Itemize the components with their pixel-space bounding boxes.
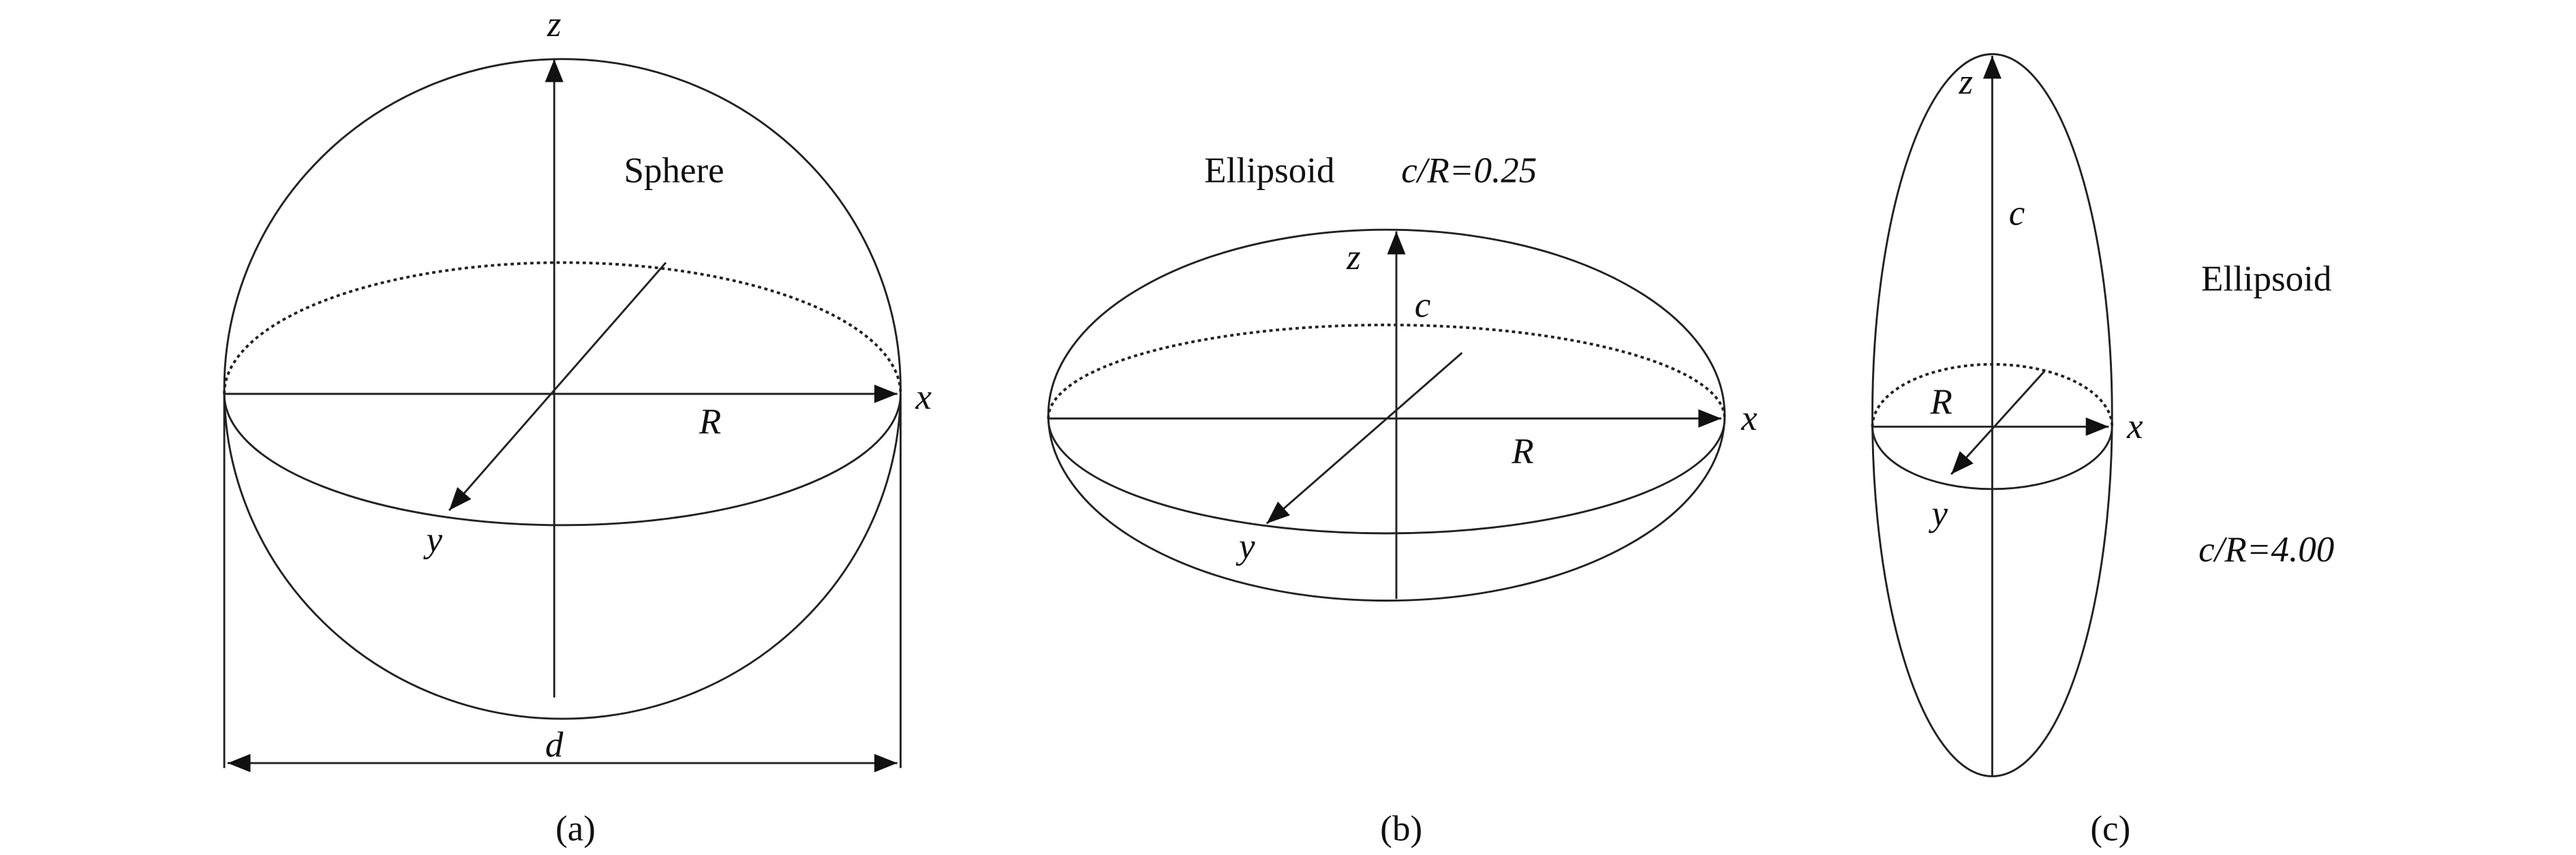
c-label: c bbox=[2009, 193, 2025, 233]
caption-c: (c) bbox=[2090, 809, 2130, 848]
caption-b: (b) bbox=[1380, 809, 1422, 848]
equator-back bbox=[223, 261, 902, 394]
panel-title: Ellipsoid bbox=[2201, 259, 2331, 298]
x-label: x bbox=[2126, 407, 2143, 446]
z-label: z bbox=[547, 5, 562, 44]
z-label: z bbox=[1959, 62, 1974, 102]
equator-front bbox=[223, 394, 902, 527]
ratio-label: c/R=4.00 bbox=[2198, 530, 2334, 570]
y-axis-arrow bbox=[1950, 370, 2046, 476]
y-label: y bbox=[423, 520, 443, 559]
y-axis-arrow bbox=[1266, 352, 1463, 525]
y-label: y bbox=[1236, 527, 1255, 566]
panel-title: Sphere bbox=[624, 151, 724, 190]
panel-c-prolate-ellipsoid: z c Ellipsoid R x y c/R=4.00 (c) bbox=[1871, 53, 2334, 848]
R-label: R bbox=[699, 402, 721, 441]
R-label: R bbox=[1930, 382, 1952, 422]
x-label: x bbox=[1741, 399, 1758, 438]
y-label: y bbox=[1929, 494, 1948, 533]
R-label: R bbox=[1511, 431, 1533, 471]
panel-title: Ellipsoid bbox=[1204, 151, 1334, 190]
sphere-outline bbox=[223, 58, 902, 720]
ellipsoid-outline bbox=[1047, 228, 1726, 602]
caption-a: (a) bbox=[555, 809, 596, 848]
panel-b-oblate-ellipsoid: Ellipsoid c/R=0.25 z c x R y (b) bbox=[1047, 151, 1758, 848]
d-label: d bbox=[545, 725, 564, 764]
ratio-label: c/R=0.25 bbox=[1401, 151, 1537, 190]
equator-back bbox=[1047, 324, 1726, 419]
x-label: x bbox=[915, 377, 932, 417]
equator-front bbox=[1047, 418, 1726, 535]
z-label: z bbox=[1346, 238, 1361, 277]
c-label: c bbox=[1415, 285, 1431, 325]
panel-a-sphere: z Sphere x R y d (a) bbox=[223, 5, 932, 848]
y-axis-arrow bbox=[448, 262, 667, 512]
